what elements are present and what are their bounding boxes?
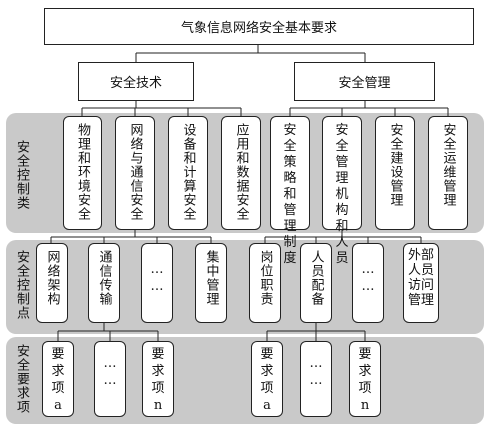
category-label: 物理和环境安全 — [75, 123, 90, 221]
requirement-a-management: 要 求 项 a — [251, 341, 283, 417]
category-physical-environment: 物理和环境安全 — [63, 116, 102, 230]
requirement-label: …… — [102, 356, 118, 390]
requirement-char: 项 — [151, 381, 165, 396]
category-label: 安全策略和管理制度 — [283, 123, 297, 266]
diagram-title: 气象信息网络安全基本要求 — [180, 21, 337, 36]
requirement-char: n — [360, 398, 370, 413]
point-label: 网络架构 — [44, 250, 60, 306]
category-device-computing: 设备和计算安全 — [168, 116, 208, 230]
category-application-data: 应用和数据安全 — [221, 116, 261, 230]
requirement-char: 求 — [151, 364, 165, 379]
category-label: 网络与通信安全 — [127, 123, 143, 221]
requirement-char: 要 — [260, 347, 274, 362]
requirement-n-technology: 要 求 项 n — [142, 341, 174, 417]
requirement-char: 要 — [358, 347, 372, 362]
category-label: 安全管理机构和人员 — [335, 123, 349, 266]
point-label: …… — [149, 262, 165, 296]
security-management-label: 安全管理 — [338, 76, 391, 91]
point-ellipsis-1: …… — [141, 243, 173, 323]
requirement-char: 要 — [51, 347, 65, 362]
point-label: 通信传输 — [96, 250, 112, 306]
requirement-char: 项 — [51, 381, 65, 396]
requirement-char: 求 — [51, 364, 65, 379]
point-ellipsis-2: …… — [352, 243, 384, 323]
requirement-char: 项 — [260, 381, 274, 396]
requirement-char: a — [263, 398, 271, 413]
point-staffing: 人员配备 — [300, 243, 332, 323]
category-label: 设备和计算安全 — [180, 123, 196, 221]
requirement-char: 要 — [151, 347, 165, 362]
requirement-side-label: 安全要求项 — [14, 344, 29, 414]
category-organization-personnel: 安全管理机构和人员 — [322, 116, 362, 266]
point-label: …… — [360, 262, 376, 296]
security-technology-label: 安全技术 — [109, 76, 162, 91]
point-communication-transmission: 通信传输 — [88, 243, 120, 323]
point-label: 人员配备 — [308, 250, 324, 306]
point-external-personnel-access: 外部人员访问管理 — [403, 243, 439, 323]
category-label: 安全建设管理 — [387, 123, 403, 207]
point-label: 外部人员访问管理 — [407, 248, 434, 308]
point-centralized-management: 集中管理 — [195, 243, 227, 323]
requirement-ellipsis-management: …… — [300, 341, 332, 417]
category-label: 安全运维管理 — [440, 123, 456, 207]
category-policy-system: 安全策略和管理制度 — [270, 116, 310, 266]
requirement-char: a — [54, 398, 62, 413]
security-technology-box: 安全技术 — [78, 62, 194, 101]
requirement-n-management: 要 求 项 n — [349, 341, 381, 417]
requirement-band — [6, 337, 484, 424]
requirement-ellipsis-technology: …… — [94, 341, 126, 417]
requirement-char: 项 — [358, 381, 372, 396]
requirement-a-technology: 要 求 项 a — [42, 341, 74, 417]
point-label: 岗位职责 — [257, 250, 273, 306]
category-network-communication: 网络与通信安全 — [115, 116, 155, 230]
control-point-side-label: 安全控制点 — [14, 250, 29, 320]
requirement-label: …… — [308, 356, 324, 390]
category-operation-maintenance: 安全运维管理 — [428, 116, 468, 230]
requirement-char: 求 — [358, 364, 372, 379]
category-construction-management: 安全建设管理 — [375, 116, 415, 230]
point-label: 集中管理 — [203, 250, 219, 306]
point-network-architecture: 网络架构 — [36, 243, 68, 323]
requirement-char: 求 — [260, 364, 274, 379]
point-job-responsibility: 岗位职责 — [249, 243, 281, 323]
security-management-box: 安全管理 — [294, 62, 435, 101]
control-category-side-label: 安全控制类 — [14, 140, 29, 210]
diagram-title-box: 气象信息网络安全基本要求 — [44, 8, 474, 45]
category-label: 应用和数据安全 — [233, 123, 249, 221]
requirement-char: n — [153, 398, 163, 413]
